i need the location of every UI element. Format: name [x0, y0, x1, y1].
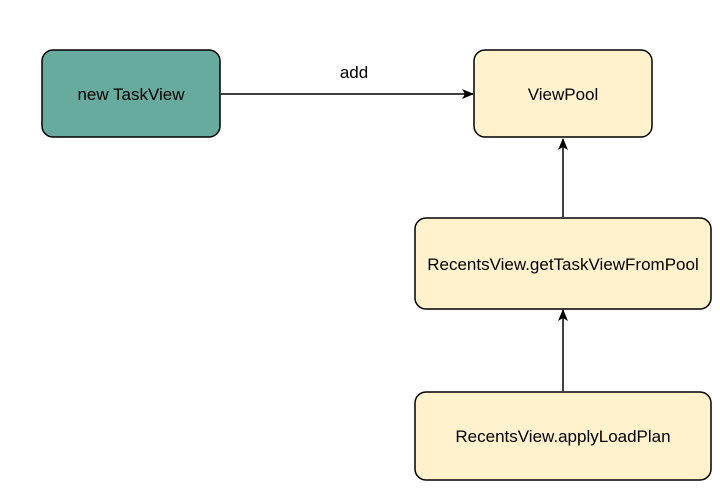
node-new-taskview-label: new TaskView — [77, 85, 185, 104]
node-get-taskview-from-pool-box — [414, 217, 712, 310]
node-viewpool-box — [473, 49, 653, 138]
edge-add: add — [221, 63, 474, 99]
edge-add-label: add — [340, 63, 368, 82]
node-apply-load-plan[interactable]: RecentsView.applyLoadPlan — [414, 391, 712, 481]
node-get-taskview-from-pool-label: RecentsView.getTaskViewFromPool — [427, 255, 699, 274]
node-new-taskview-box — [41, 49, 221, 138]
node-new-taskview[interactable]: new TaskView — [41, 49, 221, 138]
node-get-taskview-from-pool[interactable]: RecentsView.getTaskViewFromPool — [414, 217, 712, 310]
node-viewpool-label: ViewPool — [528, 85, 599, 104]
node-apply-load-plan-box — [414, 391, 712, 481]
node-apply-load-plan-label: RecentsView.applyLoadPlan — [455, 427, 670, 446]
node-viewpool[interactable]: ViewPool — [473, 49, 653, 138]
